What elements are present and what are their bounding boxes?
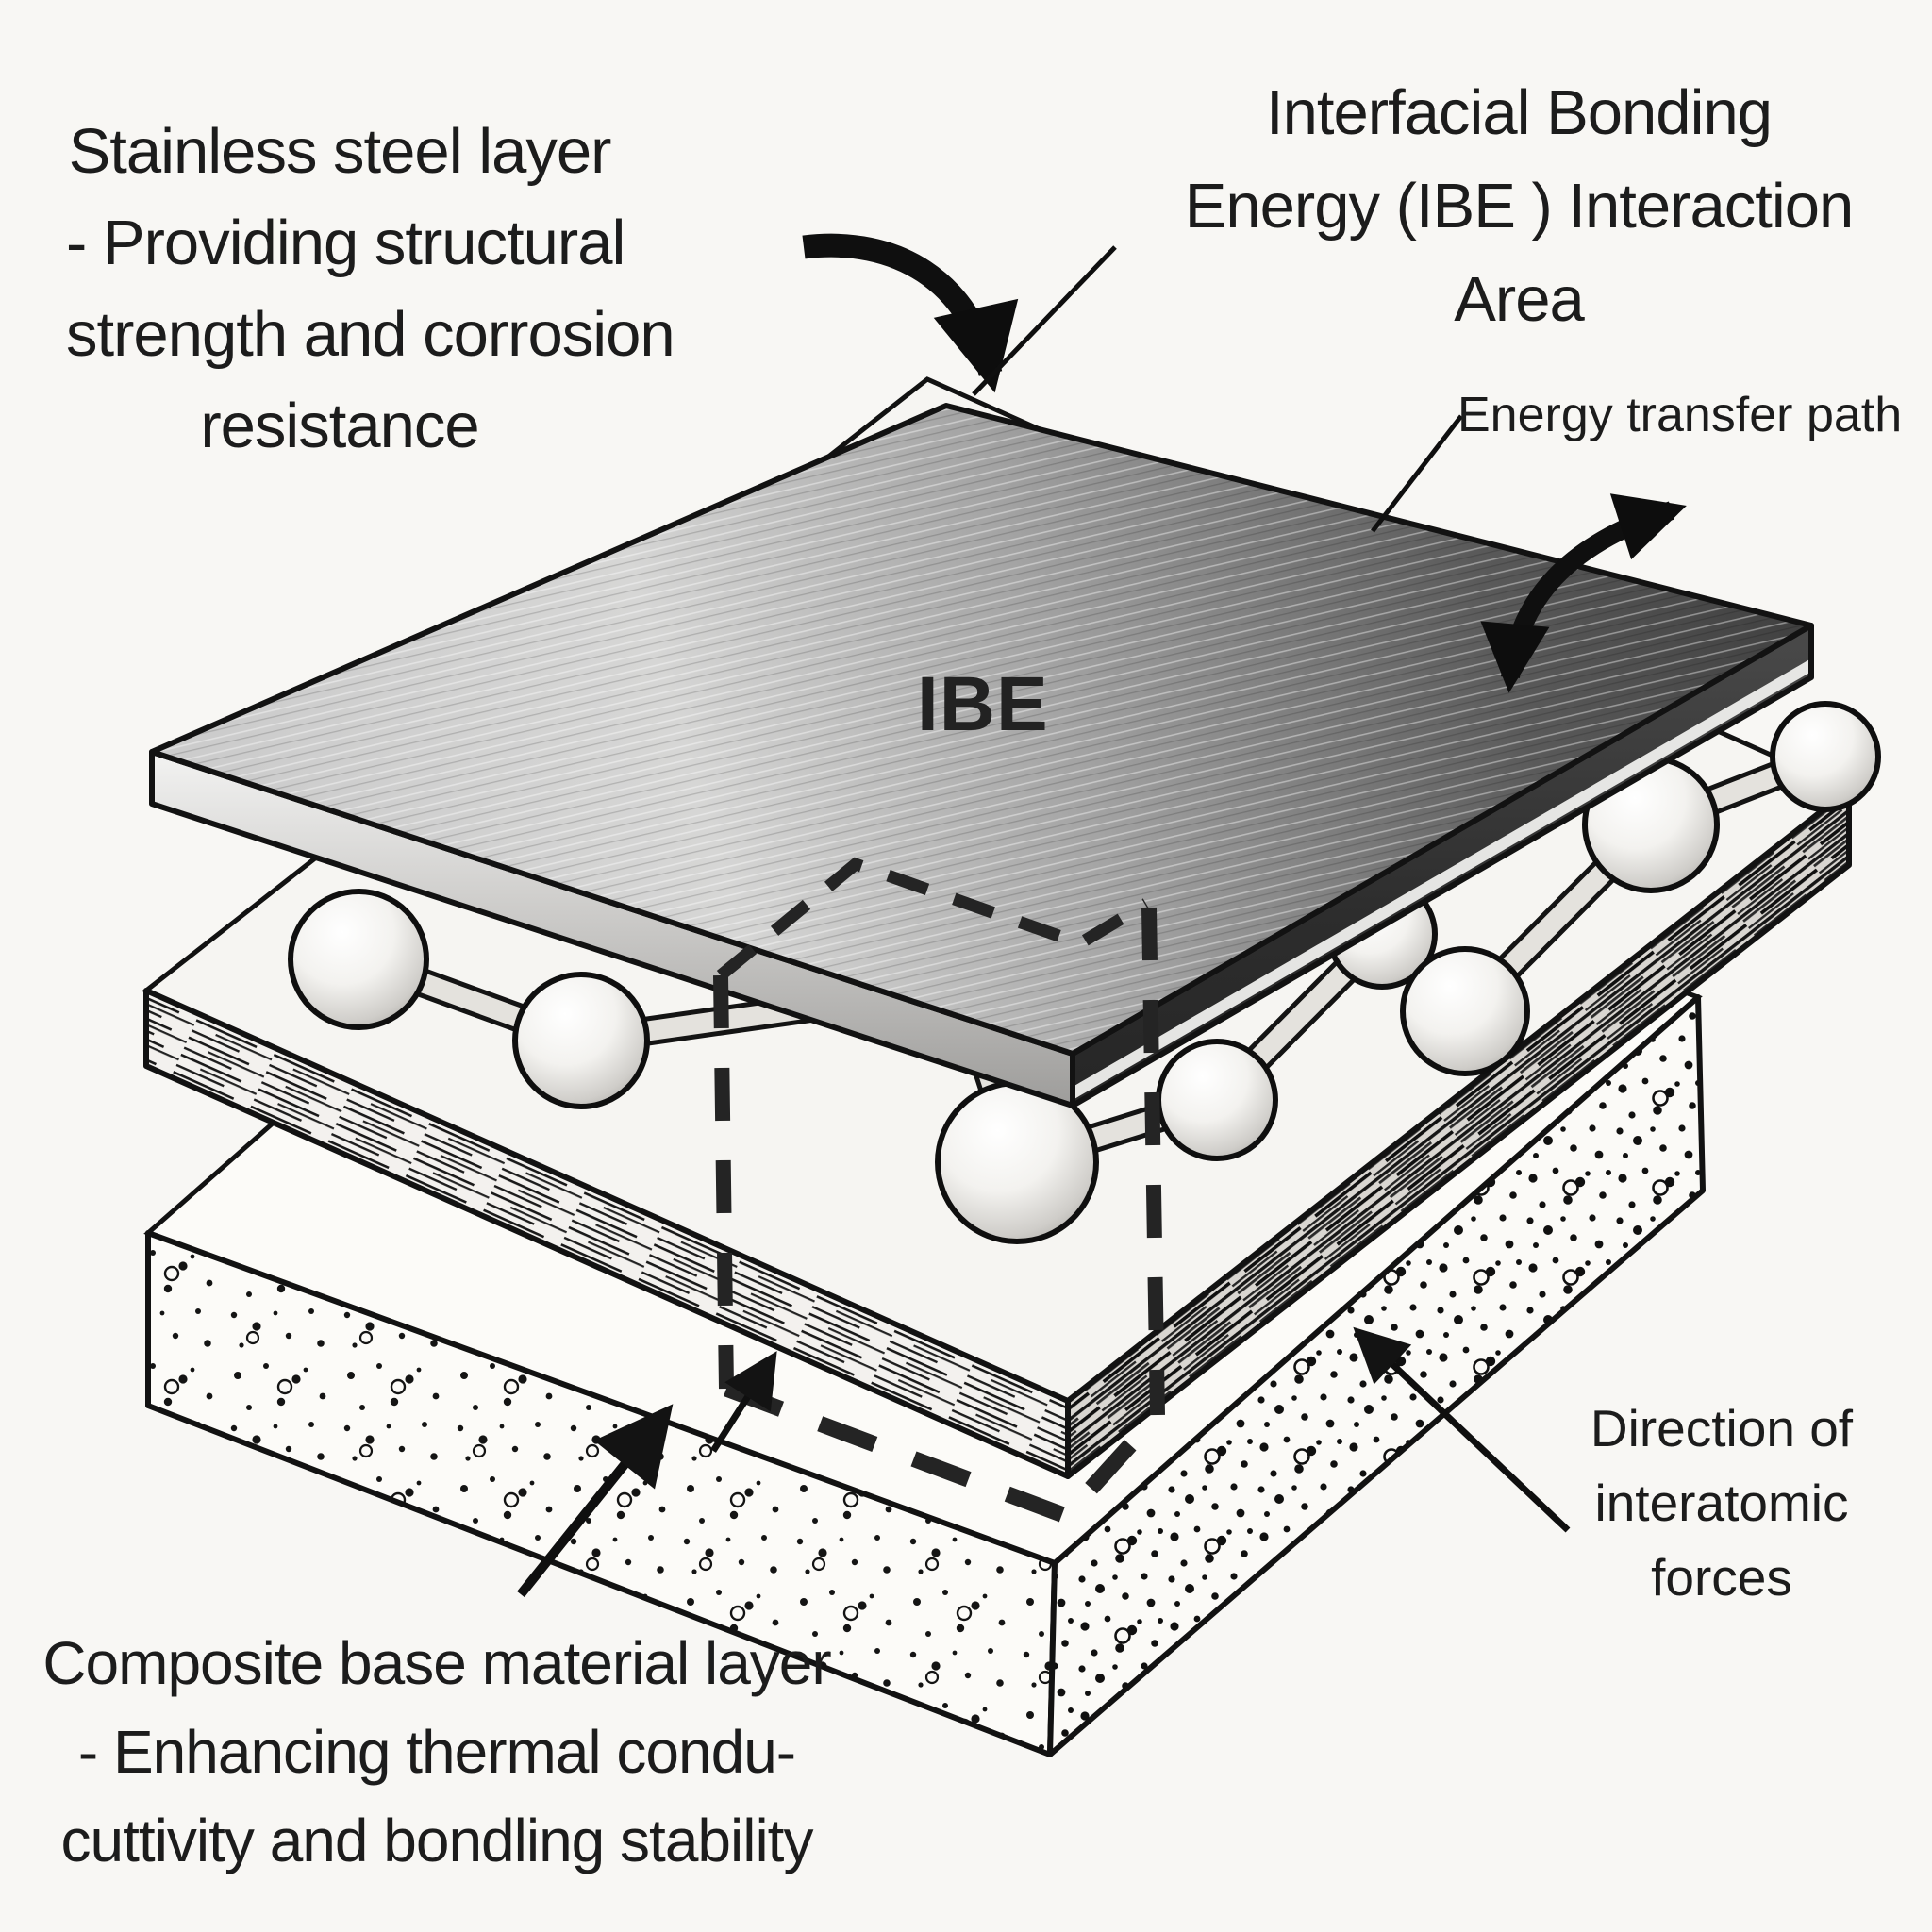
stainless-steel-plate	[149, 403, 1814, 1108]
label-line: IBE	[917, 661, 1049, 747]
label-line: Area	[1454, 264, 1585, 335]
label-line: Stainless steel layer	[68, 116, 612, 187]
label-line: cuttivity and bondling stability	[60, 1807, 814, 1874]
label-stainless-steel-layer: Stainless steel layer - Providing struct…	[66, 106, 675, 472]
label-line: strength and corrosion	[66, 299, 675, 370]
annotations	[517, 233, 1687, 1598]
label-interfacial-bonding-energy: Interfacial Bonding Energy (IBE ) Intera…	[1104, 66, 1932, 346]
interface-front-right-face	[1065, 787, 1852, 1479]
label-direction-interatomic-forces: Direction of interatomic forces	[1509, 1391, 1932, 1615]
ibe-region-left-edge	[713, 974, 734, 1390]
composite-leader-arrow-icon	[517, 1404, 674, 1598]
plate-brushed-texture	[152, 406, 1811, 1054]
label-line: Direction of	[1590, 1399, 1854, 1457]
label-line: Energy transfer path	[1457, 388, 1903, 442]
label-line: forces	[1651, 1548, 1792, 1607]
interatomic-forces-arrow-icon	[1353, 1326, 1571, 1533]
label-ibe: IBE	[917, 660, 1049, 749]
plate-bottom-highlight	[1073, 658, 1811, 1100]
label-line: Interfacial Bonding	[1266, 77, 1773, 148]
ibe-leader-line	[972, 245, 1117, 396]
label-line: Composite base material layer	[42, 1629, 831, 1697]
label-line: interatomic	[1594, 1474, 1849, 1532]
ibe-region-top-outline	[716, 857, 1150, 981]
ibe-pointer-arrow-icon	[802, 233, 1019, 393]
label-line: - Enhancing thermal condu-	[77, 1718, 796, 1786]
ibe-region-bottom-outline	[724, 1381, 1164, 1525]
label-composite-base-layer: Composite base material layer - Enhancin…	[8, 1619, 866, 1885]
label-line: - Providing structural	[66, 208, 625, 278]
energy-transfer-arrow-icon	[1480, 493, 1687, 693]
label-energy-transfer-path: Energy transfer path	[1457, 387, 1902, 443]
label-line: resistance	[200, 391, 479, 461]
label-line: Energy (IBE ) Interaction	[1184, 171, 1855, 242]
energy-transfer-leader-line	[1371, 414, 1463, 533]
composite-leader-arrow-small-icon	[710, 1351, 777, 1453]
ibe-interaction-region	[713, 857, 1165, 1525]
